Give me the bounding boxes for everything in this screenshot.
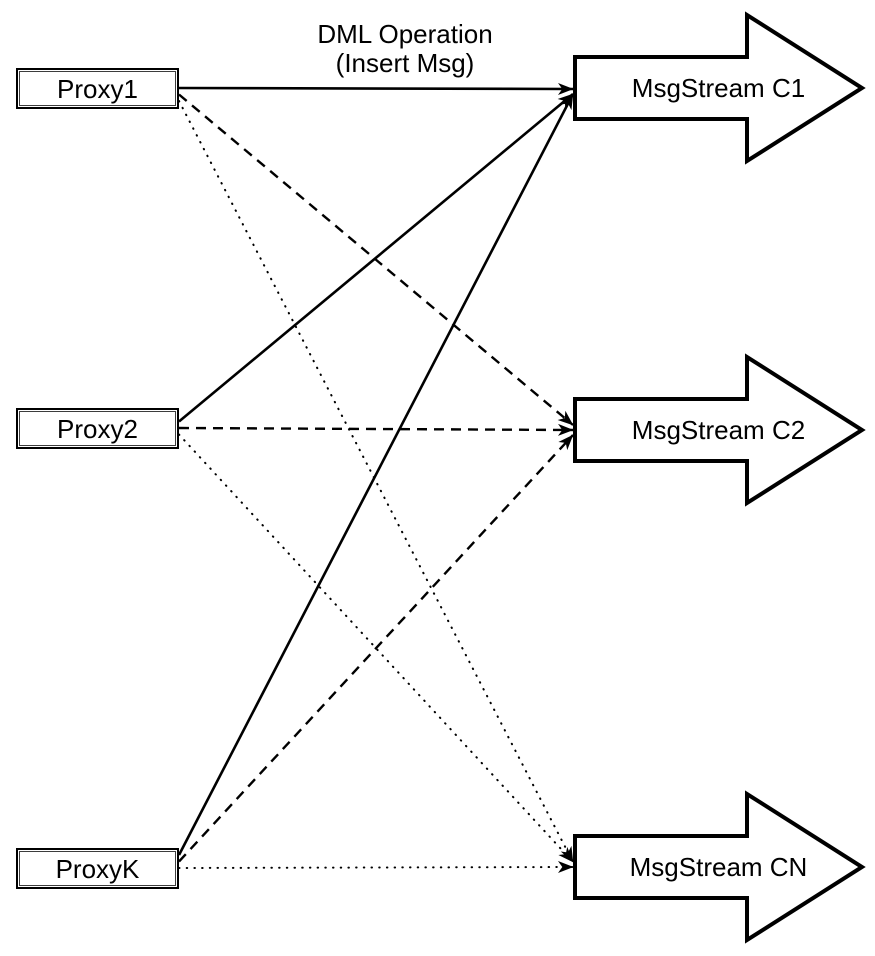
arrow-shape-cn — [573, 790, 866, 944]
node-proxyK: ProxyK — [16, 848, 179, 889]
edge-proxy1-cn — [178, 100, 574, 863]
node-msgstream-c1: MsgStream C1 — [571, 11, 866, 165]
title-line-2: (Insert Msg) — [335, 48, 475, 79]
node-proxy1: Proxy1 — [16, 68, 179, 109]
arrow-shape-c1 — [573, 11, 866, 165]
node-proxy2: Proxy2 — [16, 408, 179, 449]
node-proxyK-label: ProxyK — [55, 853, 140, 884]
edge-proxy2-cn — [178, 433, 574, 863]
edge-proxy1-c2 — [178, 93, 574, 426]
node-proxy1-label: Proxy1 — [57, 73, 138, 104]
edge-proxyK-c2 — [178, 434, 574, 863]
edge-proxyK-cn — [178, 861, 574, 874]
edge-proxy2-c2 — [178, 423, 574, 436]
node-msgstream-c2: MsgStream C2 — [571, 353, 866, 507]
edge-proxy1-c1 — [178, 82, 574, 95]
edge-proxyK-c1 — [177, 93, 575, 856]
node-proxy2-label: Proxy2 — [57, 413, 138, 444]
arrow-shape-c2 — [573, 353, 866, 507]
edge-proxy2-c1 — [178, 93, 574, 423]
diagram-title: DML Operation (Insert Msg) — [245, 19, 565, 79]
node-msgstream-cn: MsgStream CN — [571, 790, 866, 944]
title-line-1: DML Operation — [317, 19, 493, 49]
